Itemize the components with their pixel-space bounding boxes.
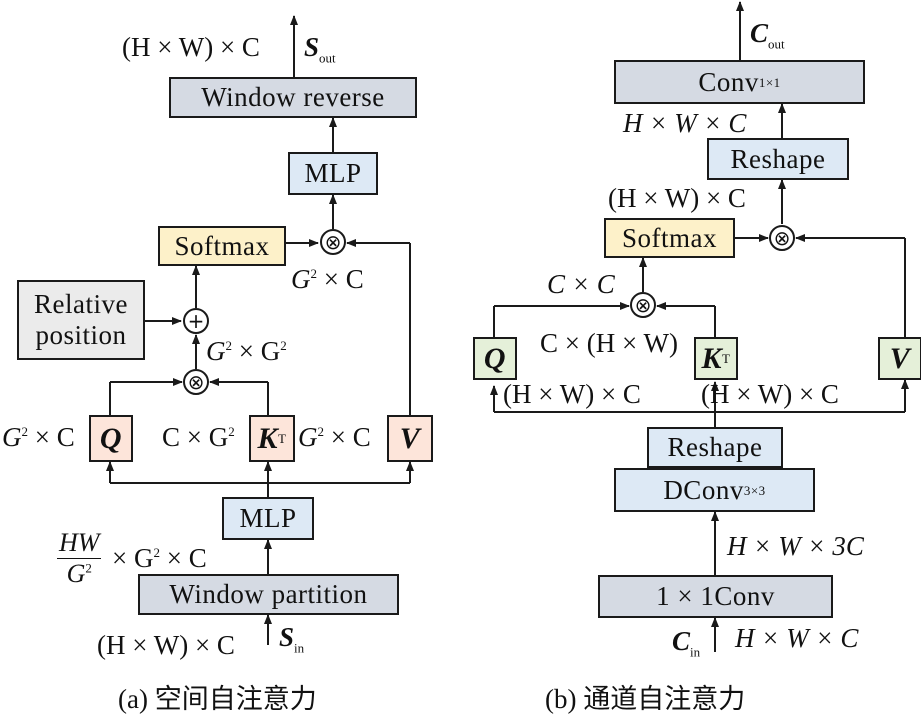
b-reshape-bottom-box: Reshape xyxy=(647,427,783,468)
b-v-dims-label: (H × W) × C xyxy=(701,379,839,409)
relative-position-box: Relative position xyxy=(17,280,145,360)
b-multiply-left-operator: ⊗ xyxy=(630,292,656,318)
b-q-box: Q xyxy=(473,337,517,380)
b-reshape-top-box: Reshape xyxy=(707,138,849,180)
a-q-box: Q xyxy=(89,415,133,462)
a-mlp-bottom-box: MLP xyxy=(222,497,314,540)
a-softmax-box: Softmax xyxy=(158,226,286,266)
b-softmax-dims-label: (H × W) × C xyxy=(608,183,746,213)
window-reverse-box: Window reverse xyxy=(169,77,417,118)
b-cc-label: C × C xyxy=(547,269,615,299)
a-q-dims-label: G2 × C xyxy=(2,422,75,452)
a-mlp-top-box: MLP xyxy=(288,152,378,195)
window-partition-box: Window partition xyxy=(138,574,399,615)
b-multiply-right-operator: ⊗ xyxy=(769,225,795,251)
b-3c-label: H × W × 3C xyxy=(727,531,864,561)
a-partition-dims-label: × G2 × C xyxy=(112,543,207,573)
a-gg-dims-label: G2 × G2 xyxy=(206,336,287,366)
a-partition-fraction: HW G2 xyxy=(57,528,102,588)
a-multiply-bottom-operator: ⊗ xyxy=(183,369,209,395)
a-out-dims-label: (H × W) × C xyxy=(122,32,260,62)
b-c-out-label: Cout xyxy=(750,18,785,52)
b-caption: (b) 通道自注意力 xyxy=(545,684,746,714)
b-hwc-top-label: H × W × C xyxy=(623,108,747,138)
a-s-out-label: Sout xyxy=(304,32,336,66)
b-conv-bottom-box: 1 × 1Conv xyxy=(598,575,833,618)
a-attn-dims-label: G2 × C xyxy=(291,264,364,294)
b-hwc-in-label: H × W × C xyxy=(735,623,859,653)
a-v-box: V xyxy=(387,415,433,462)
a-v-dims-label: G2 × C xyxy=(298,422,371,452)
b-v-box: V xyxy=(878,337,921,380)
b-softmax-box: Softmax xyxy=(604,218,735,258)
a-plus-operator: + xyxy=(183,308,209,334)
b-q-dims-label: (H × W) × C xyxy=(503,379,641,409)
a-multiply-top-operator: ⊗ xyxy=(320,229,346,255)
b-c-in-label: Cin xyxy=(672,626,701,660)
a-s-in-label: Sin xyxy=(279,622,305,656)
a-in-dims-label: (H × W) × C xyxy=(97,630,235,660)
a-caption: (a) 空间自注意力 xyxy=(118,684,317,714)
b-k-dims-label: C × (H × W) xyxy=(540,328,678,358)
a-k-dims-label: C × G2 xyxy=(162,422,235,452)
